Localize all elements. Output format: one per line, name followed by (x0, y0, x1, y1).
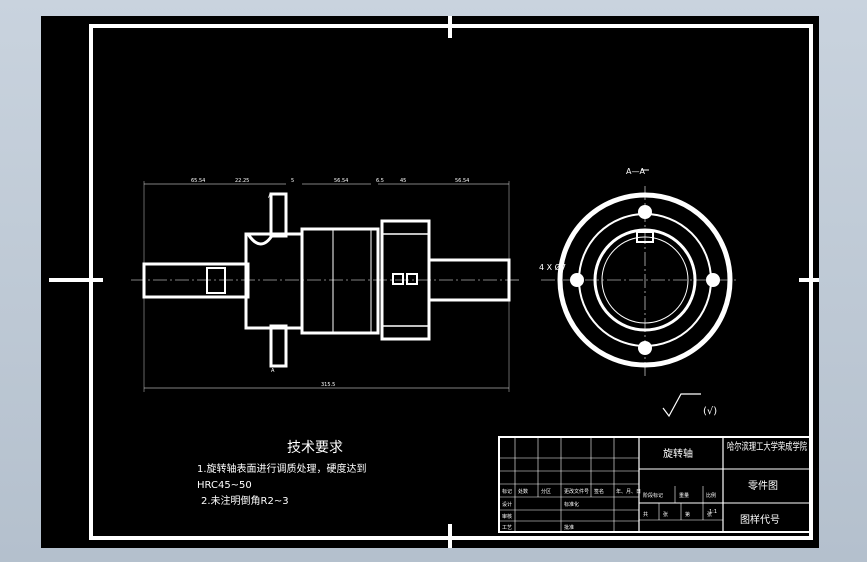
tech-requirements-heading: 技术要求 (287, 440, 343, 456)
part-name: 旋转轴 (663, 447, 693, 460)
dim-label-5: 6.5 (376, 178, 384, 184)
title-block (498, 436, 812, 533)
dim-label-1: 65.54 (191, 178, 205, 184)
tech-requirement-line-1: 1.旋转轴表面进行调质处理，硬度达到 (197, 462, 367, 475)
tb-label-change-doc: 更改文件号 (564, 488, 589, 495)
tb-label-count: 处数 (518, 488, 528, 495)
shaft-front-view (131, 181, 521, 392)
hole-callout: 4 X Ø7 (539, 262, 566, 272)
dim-label-3: 5 (291, 178, 294, 184)
tb-label-sheets-1: 张 (663, 511, 668, 518)
tb-label-design: 设计 (502, 501, 512, 508)
surface-finish-symbol (662, 393, 701, 418)
dim-label-7: 56.54 (455, 178, 469, 184)
section-mark-top: A (268, 194, 272, 200)
drawing-frame-outer (89, 24, 813, 540)
section-view-title: A—A (626, 167, 645, 176)
tb-label-standard: 标准化 (564, 501, 579, 508)
tb-label-process: 工艺 (502, 525, 512, 531)
dim-label-overall: 315.5 (321, 382, 335, 388)
tb-label-total: 共 (643, 511, 648, 518)
dim-label-6: 45 (400, 178, 406, 184)
section-mark-bottom: A (271, 368, 275, 374)
tb-label-stage: 阶段标记 (643, 492, 663, 499)
drawing-type: 零件图 (748, 480, 778, 492)
tb-scale-value: 1:1 (709, 509, 717, 515)
tb-label-date: 年、月、日 (616, 488, 641, 495)
dim-label-2: 22.25 (235, 178, 249, 184)
drawing-code: 图样代号 (740, 513, 780, 526)
drawing-canvas: 65.54 22.25 5 56.54 6.5 45 56.54 315.5 A… (49, 16, 819, 548)
cad-drawing-viewport[interactable]: 65.54 22.25 5 56.54 6.5 45 56.54 315.5 A… (41, 16, 819, 548)
tb-label-zone: 分区 (541, 488, 551, 495)
tb-label-sheet-no: 第 (685, 511, 690, 518)
tb-label-scale: 比例 (706, 492, 716, 499)
surface-finish-note: (√) (703, 406, 717, 417)
section-view (541, 169, 736, 376)
tb-label-approve: 批准 (564, 524, 574, 531)
school-name: 哈尔滨理工大学荣成学院 (727, 440, 807, 453)
tb-label-mark: 标记 (502, 488, 512, 495)
tb-label-weight: 重量 (679, 492, 689, 499)
tech-requirement-line-2: HRC45~50 (197, 480, 252, 491)
tb-label-sheets-2: 张 (707, 511, 712, 518)
tech-requirement-line-3: 2.未注明倒角R2~3 (201, 494, 289, 507)
dim-label-4: 56.54 (334, 178, 348, 184)
tb-label-signature: 签名 (594, 488, 604, 495)
tb-label-review: 审核 (502, 513, 512, 520)
